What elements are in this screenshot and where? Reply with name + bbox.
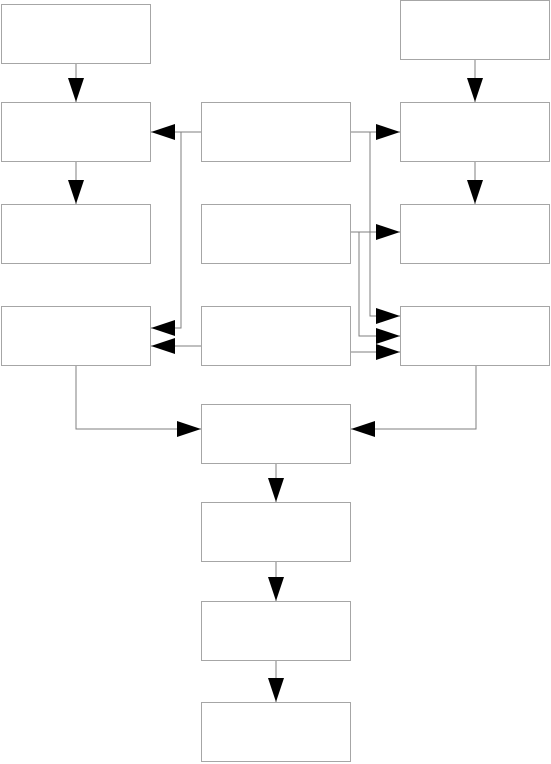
connector-c3-to-r4 (351, 344, 400, 360)
arrowhead-right (376, 344, 400, 360)
box-outline (1, 204, 151, 264)
box-outline (400, 0, 550, 60)
connector-c1-to-l4 (151, 131, 201, 336)
arrowhead-down (268, 577, 284, 601)
connector-c2-to-r4 (351, 231, 400, 344)
box-outline (400, 204, 550, 264)
box-outline (201, 204, 351, 264)
box-outline (201, 404, 351, 464)
connector-m1-to-m2 (268, 464, 284, 502)
process-box-m2 (201, 502, 351, 562)
process-box-c3 (201, 306, 351, 366)
connector-r1-to-r2 (467, 60, 483, 102)
arrowhead-left (151, 320, 175, 336)
connector-r4-to-m1 (351, 366, 477, 437)
arrowhead-left (151, 124, 175, 140)
arrowhead-right (177, 421, 201, 437)
connector-c1-to-r4 (351, 131, 400, 324)
process-box-c2 (201, 204, 351, 264)
arrowhead-right (376, 224, 400, 240)
connector-c3-to-l4 (151, 338, 201, 354)
box-outline (201, 702, 351, 762)
process-box-l3 (1, 204, 151, 264)
arrowhead-down (268, 678, 284, 702)
process-box-r3 (400, 204, 550, 264)
process-box-r4 (400, 306, 550, 366)
process-box-r2 (400, 102, 550, 162)
arrowhead-right (376, 124, 400, 140)
arrowhead-right (376, 328, 400, 344)
box-outline (201, 102, 351, 162)
box-outline (201, 502, 351, 562)
process-box-c1 (201, 102, 351, 162)
arrowhead-down (68, 78, 84, 102)
box-outline (1, 306, 151, 366)
connector-l4-to-m1 (75, 366, 201, 437)
arrowhead-right (376, 308, 400, 324)
connector-line (351, 366, 477, 430)
arrowhead-down (268, 478, 284, 502)
arrowhead-left (151, 338, 175, 354)
box-outline (400, 102, 550, 162)
box-outline (400, 306, 550, 366)
connector-l1-to-l2 (68, 64, 84, 102)
connector-m3-to-m4 (268, 661, 284, 702)
arrowhead-down (467, 78, 483, 102)
process-box-l2 (1, 102, 151, 162)
connector-r2-to-r3 (467, 162, 483, 204)
connector-line (75, 366, 201, 430)
process-box-l1 (1, 4, 151, 64)
box-outline (1, 4, 151, 64)
connector-l2-to-l3 (68, 162, 84, 204)
process-box-l4 (1, 306, 151, 366)
connector-m2-to-m3 (268, 562, 284, 601)
connector-line (351, 131, 400, 317)
box-outline (201, 601, 351, 661)
process-box-m4 (201, 702, 351, 762)
connector-line (351, 231, 400, 337)
process-box-r1 (400, 0, 550, 60)
arrowhead-left (351, 421, 375, 437)
arrowhead-down (467, 180, 483, 204)
box-outline (201, 306, 351, 366)
connectors-layer (68, 60, 483, 702)
arrowhead-down (68, 180, 84, 204)
connector-line (151, 131, 201, 329)
process-box-m1 (201, 404, 351, 464)
process-box-m3 (201, 601, 351, 661)
box-outline (1, 102, 151, 162)
